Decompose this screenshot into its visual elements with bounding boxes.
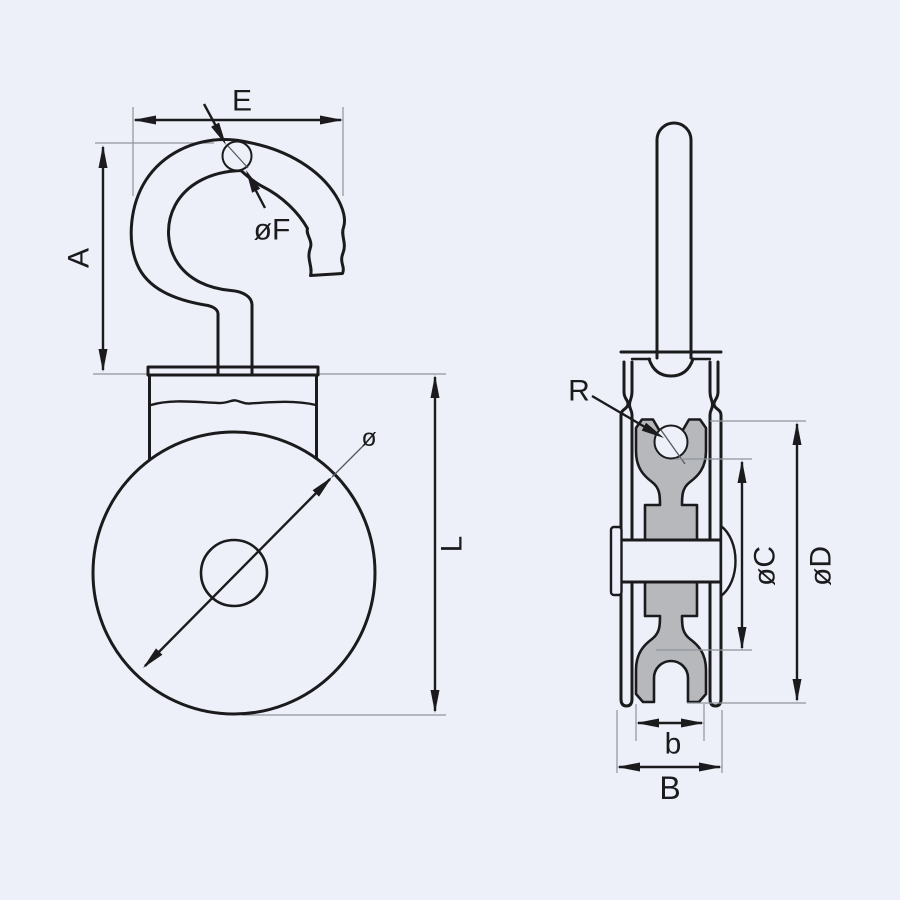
sheave-section-lower xyxy=(634,580,708,704)
dim-B: B xyxy=(617,762,722,806)
hook-outline xyxy=(129,138,347,377)
swivel-joint-line xyxy=(149,399,318,407)
strap-left-plate xyxy=(619,360,634,708)
dim-A: A xyxy=(63,145,108,372)
side-view: R øC øD b B xyxy=(568,121,838,806)
label-C: øC xyxy=(749,546,782,586)
label-F: øF xyxy=(254,214,291,247)
front-view: ø E øF A L xyxy=(63,85,469,716)
dim-L: L xyxy=(430,375,469,713)
swivel-seat-arc xyxy=(647,357,695,378)
label-B: B xyxy=(659,770,680,806)
label-b: b xyxy=(665,728,682,761)
wire-section-hatch xyxy=(227,145,249,169)
label-R: R xyxy=(568,375,590,408)
swivel-shaft xyxy=(655,121,693,360)
label-D: øD xyxy=(805,546,838,586)
side-extension-lines xyxy=(616,420,806,773)
label-E: E xyxy=(232,85,252,118)
dim-R: R xyxy=(568,375,664,438)
dim-C: øC xyxy=(737,460,782,650)
dim-sheave-diameter: ø xyxy=(143,424,377,668)
dim-F: øF xyxy=(202,103,291,247)
label-L: L xyxy=(436,536,469,553)
label-A: A xyxy=(63,248,96,268)
groove-circle-hatch xyxy=(660,429,686,465)
dim-D: øD xyxy=(792,422,838,702)
axle-right-cap xyxy=(719,523,737,599)
strap-right-plate xyxy=(708,360,723,708)
dim-b: b xyxy=(636,718,704,761)
axle xyxy=(619,538,723,584)
label-diameter: ø xyxy=(361,424,376,452)
groove-circle xyxy=(653,424,689,460)
swivel-plate xyxy=(146,365,320,377)
axle-left-cap xyxy=(609,525,623,597)
hub-bore xyxy=(199,538,269,608)
dim-E: E xyxy=(133,85,343,125)
